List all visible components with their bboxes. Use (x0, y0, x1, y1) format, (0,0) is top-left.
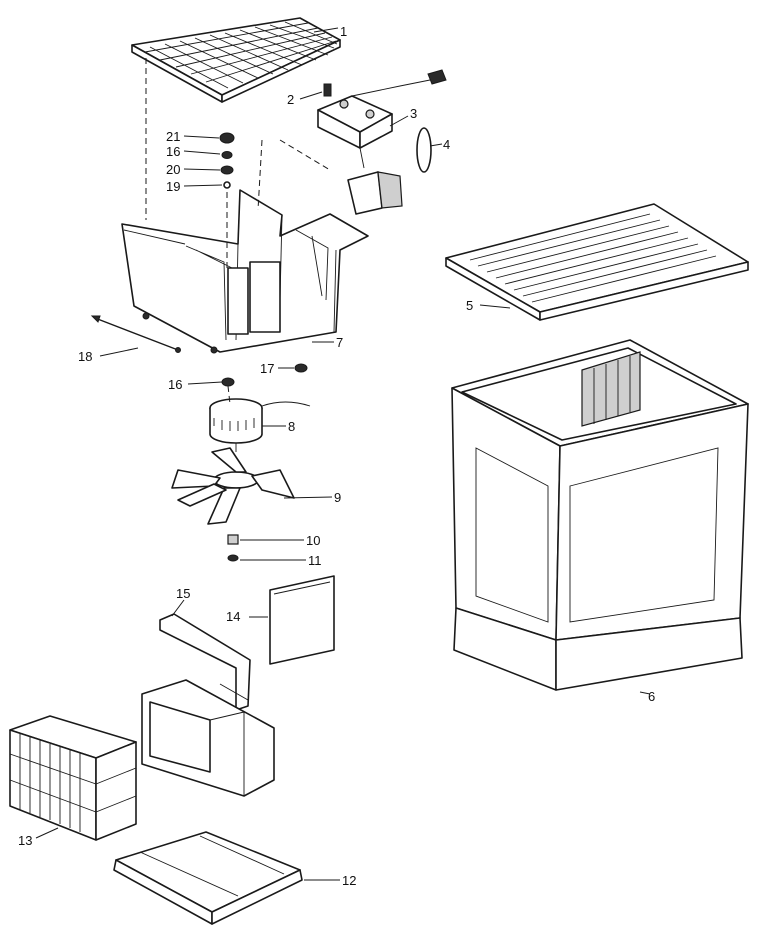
callout-4: 4 (443, 137, 450, 152)
part-9-fan-blade (171, 447, 295, 525)
callout-12: 12 (342, 873, 356, 888)
part-10-11-hardware (227, 534, 239, 562)
callout-5: 5 (466, 298, 473, 313)
part-7-frame (121, 189, 369, 354)
part-16-lower-washer (221, 377, 235, 387)
callout-8: 8 (288, 419, 295, 434)
part-5-lid (445, 203, 749, 321)
part-1-top-grille (131, 17, 341, 103)
part-12-water-pan (113, 831, 303, 925)
part-8-motor (209, 398, 311, 452)
callout-3: 3 (410, 106, 417, 121)
callout-16-upper: 16 (166, 144, 180, 159)
callout-17: 17 (260, 361, 274, 376)
callout-7: 7 (336, 335, 343, 350)
part-17-grommet (294, 363, 308, 373)
callout-16-lower: 16 (168, 377, 182, 392)
hardware-stack (219, 132, 235, 189)
part-3-control-box (317, 69, 447, 215)
part-13-filter-pad (9, 715, 137, 841)
callout-labels: 1 2 3 4 5 6 7 8 9 10 11 12 13 14 15 16 1… (18, 24, 655, 888)
callout-6: 6 (648, 689, 655, 704)
part-6-cabinet (451, 339, 749, 691)
part-15-housing (141, 613, 275, 797)
callout-14: 14 (226, 609, 240, 624)
part-2-screw (323, 83, 332, 97)
callout-1: 1 (340, 24, 347, 39)
part-14-panel (269, 575, 335, 665)
callout-19: 19 (166, 179, 180, 194)
callout-11: 11 (308, 553, 322, 568)
callout-21: 21 (166, 129, 180, 144)
callout-13: 13 (18, 833, 32, 848)
assembly-lines (145, 58, 331, 405)
part-18-rod (90, 315, 181, 353)
callout-9: 9 (334, 490, 341, 505)
callout-15: 15 (176, 586, 190, 601)
callout-10: 10 (306, 533, 320, 548)
callout-20: 20 (166, 162, 180, 177)
callout-18: 18 (78, 349, 92, 364)
callout-2: 2 (287, 92, 294, 107)
leader-lines (35, 27, 651, 881)
part-4-belt (416, 127, 432, 173)
